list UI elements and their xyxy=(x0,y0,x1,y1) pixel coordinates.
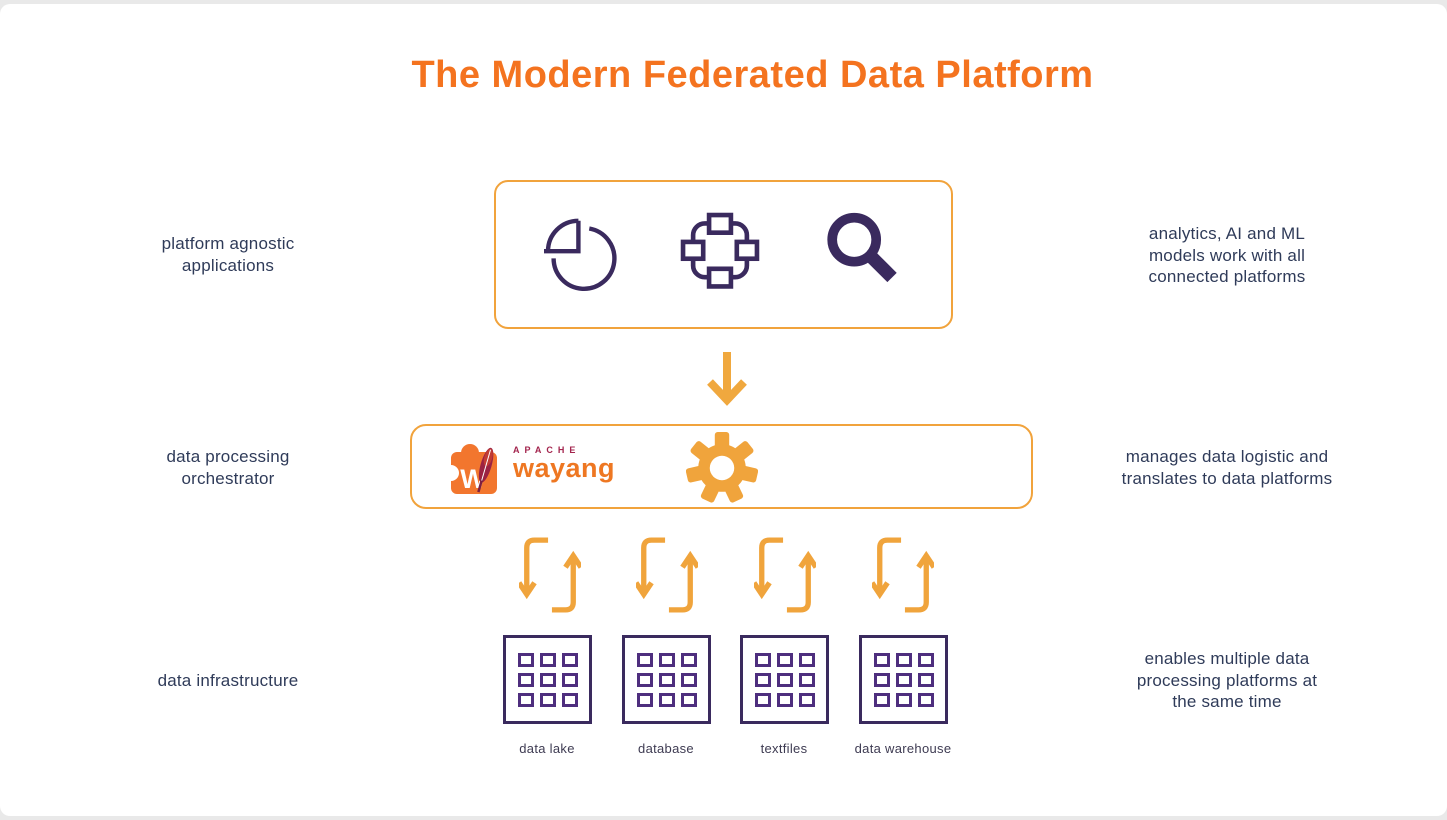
apache-text: APACHE xyxy=(513,445,581,455)
data-warehouse-icon xyxy=(859,635,948,724)
database-icon xyxy=(622,635,711,724)
label-data-infrastructure: data infrastructure xyxy=(157,671,299,690)
applications-box xyxy=(494,180,953,329)
label-manages-note: manages data logistic and translates to … xyxy=(1121,447,1333,488)
sync-arrows-icon xyxy=(751,532,819,623)
label-analytics-note: analytics, AI and ML models work with al… xyxy=(1148,224,1306,286)
apache-wayang-logo: W APACHE wayang xyxy=(443,439,616,502)
store-label-data-warehouse: data warehouse xyxy=(854,741,952,756)
data-grid-icon xyxy=(754,652,815,707)
orchestrator-box: W APACHE wayang xyxy=(410,424,1033,509)
wayang-text: wayang xyxy=(513,453,616,483)
textfiles-icon xyxy=(740,635,829,724)
store-label-textfiles: textfiles xyxy=(760,741,808,756)
wayang-wordmark: APACHE wayang xyxy=(513,439,616,483)
search-icon xyxy=(819,208,907,301)
sync-arrows-icon xyxy=(516,532,584,623)
page-title: The Modern Federated Data Platform xyxy=(411,54,1094,96)
label-enables-note: enables multiple data processing platfor… xyxy=(1136,649,1318,711)
cluster-icon xyxy=(678,210,762,299)
gear-icon xyxy=(685,432,758,509)
data-grid-icon xyxy=(517,652,578,707)
down-arrow-icon xyxy=(706,350,748,413)
pie-chart-icon xyxy=(540,212,620,297)
diagram-card: The Modern Federated Data Platform platf… xyxy=(0,4,1447,816)
sync-arrows-icon xyxy=(633,532,701,623)
label-data-processing-orchestrator: data processing orchestrator xyxy=(166,447,290,488)
data-grid-icon xyxy=(873,652,934,707)
data-grid-icon xyxy=(636,652,697,707)
store-label-database: database xyxy=(638,741,694,756)
store-label-data-lake: data lake xyxy=(519,741,575,756)
label-platform-agnostic-applications: platform agnostic applications xyxy=(161,234,295,275)
data-lake-icon xyxy=(503,635,592,724)
wayang-puzzle-icon: W xyxy=(443,439,505,502)
sync-arrows-icon xyxy=(869,532,937,623)
